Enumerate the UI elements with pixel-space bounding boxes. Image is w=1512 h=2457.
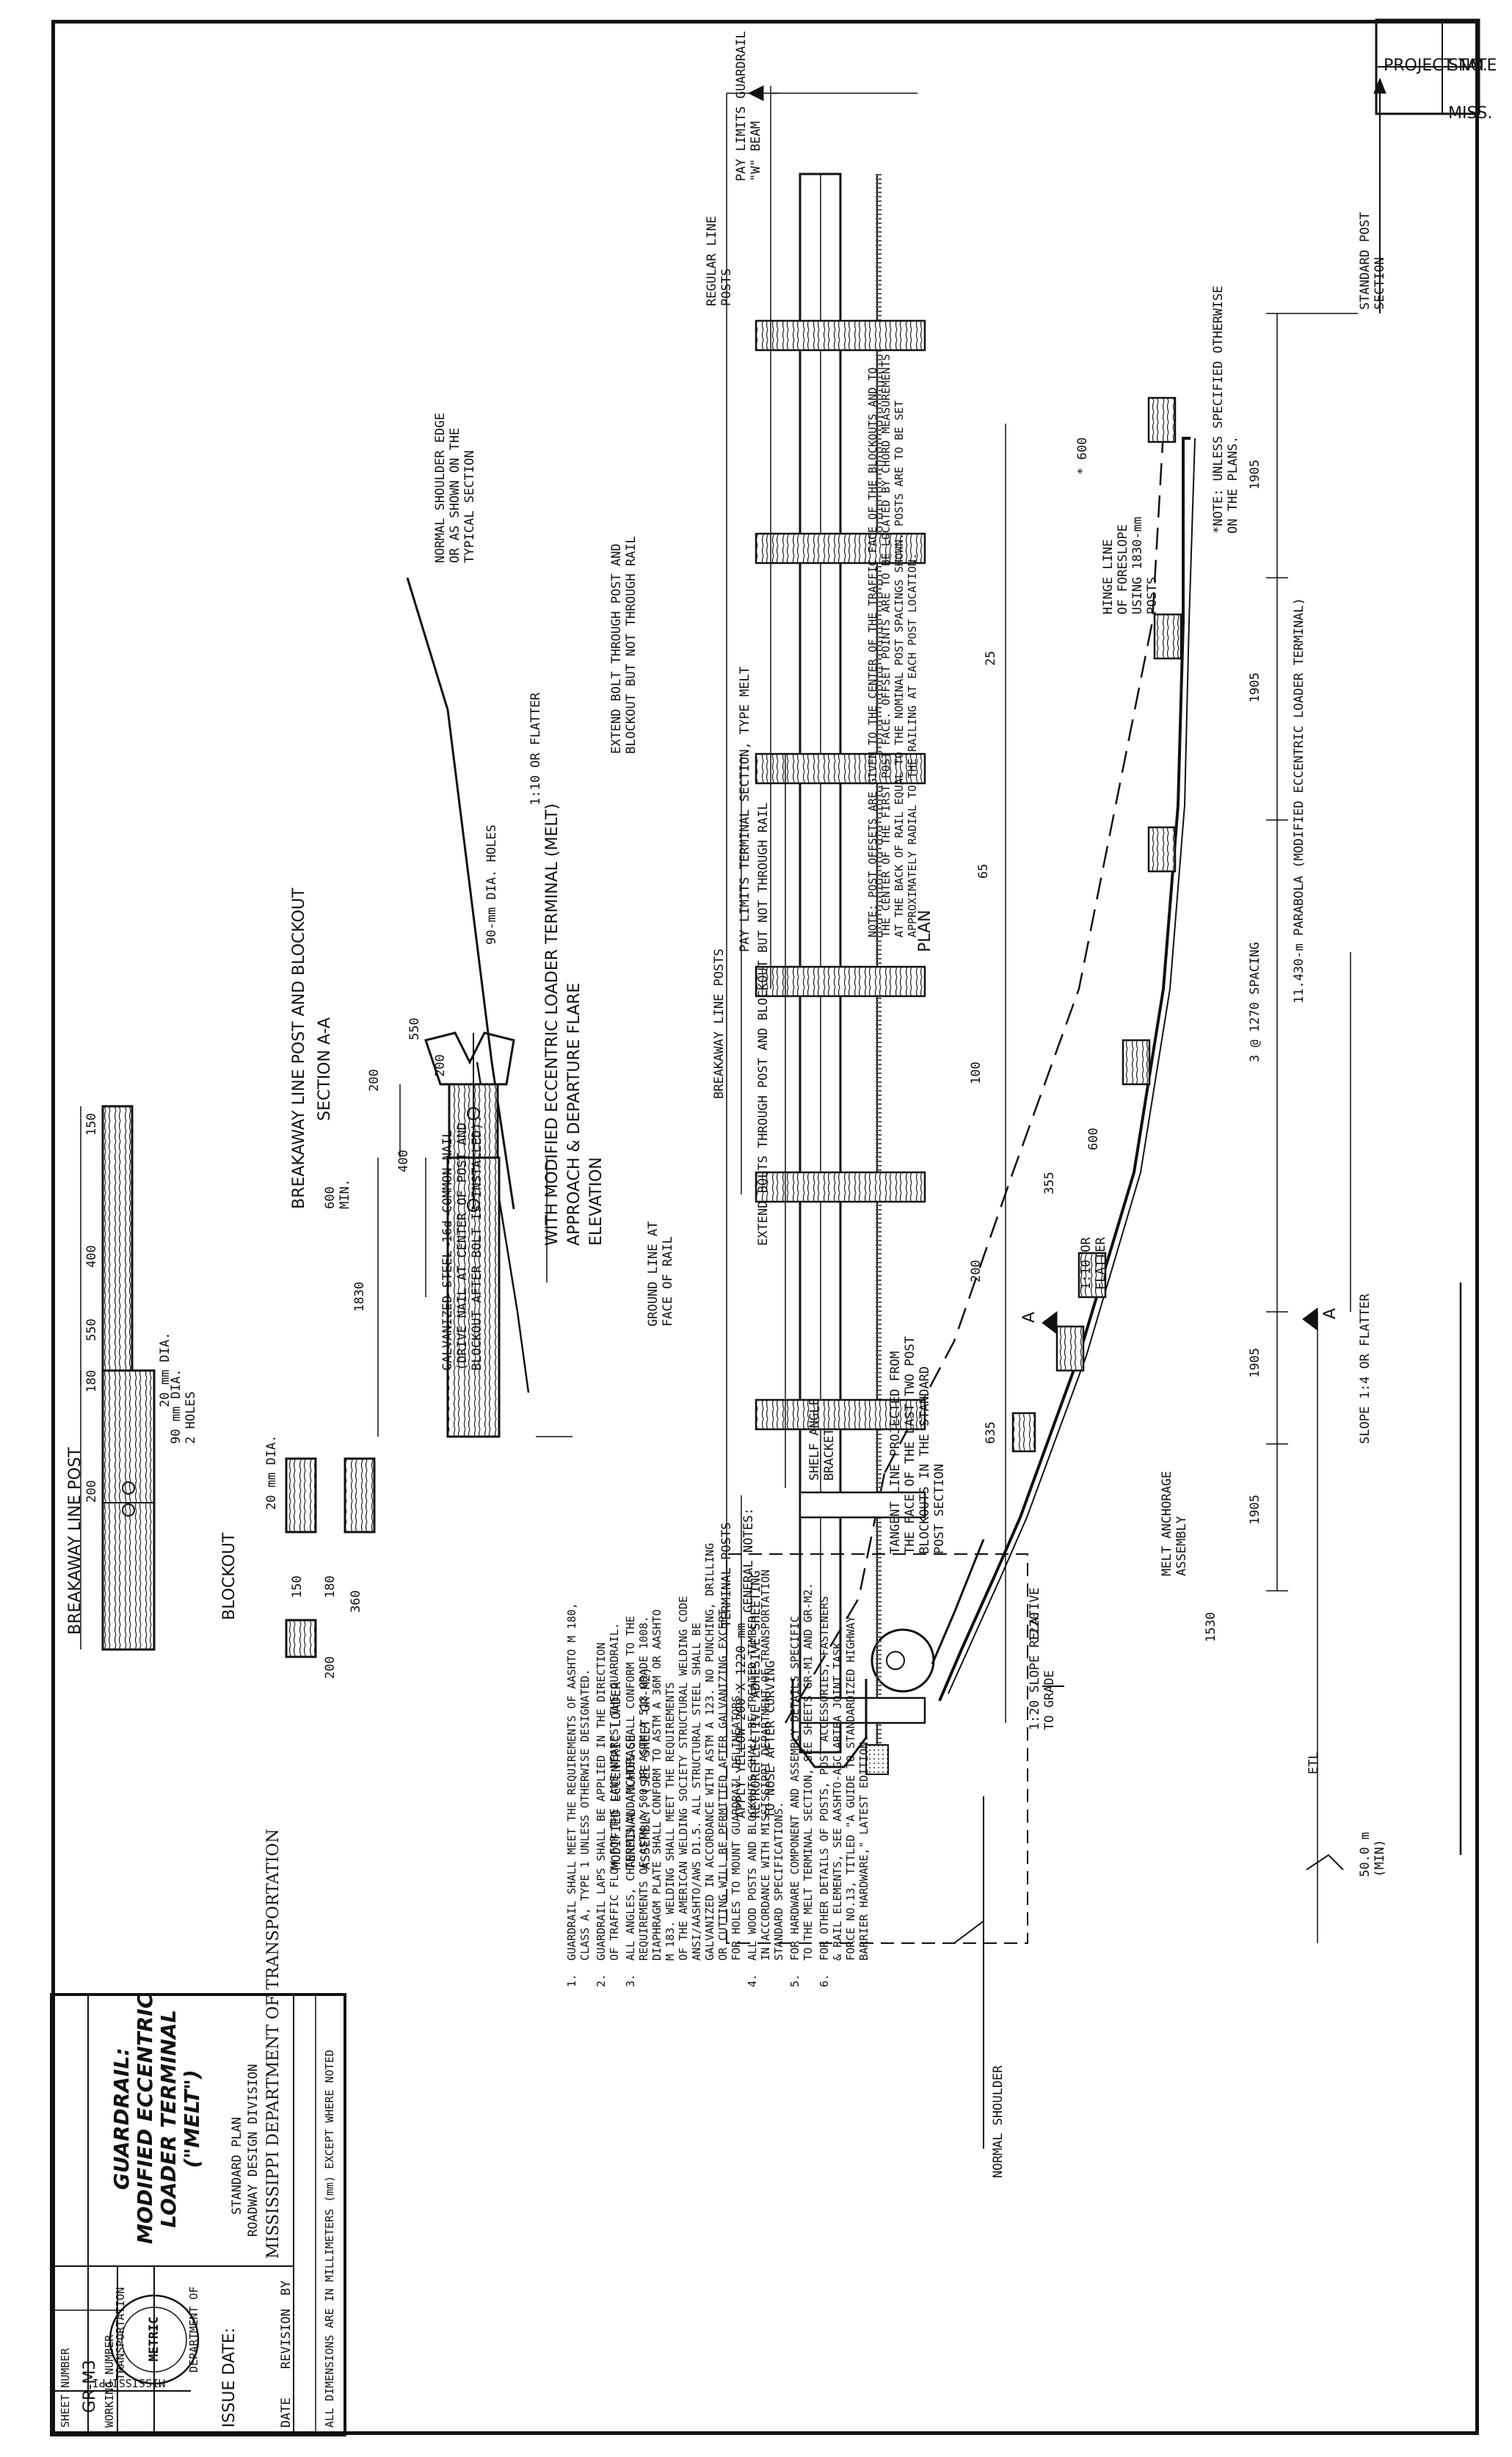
section-d1830: 1830: [352, 1282, 367, 1312]
section-d400: 400: [396, 1150, 411, 1172]
blockout-d180: 180: [323, 1575, 338, 1598]
standard-plan-label: STANDARD PLAN: [230, 2116, 244, 2215]
section-holes-label: 90-mm DIA. HOLES: [484, 824, 499, 945]
post-d180: 180: [84, 1370, 99, 1393]
by-label: BY: [279, 2280, 294, 2296]
general-note-3: 3. ALL ANGLES, CHANNELS AND PLATES SHALL…: [624, 1542, 743, 1987]
section-slope-label: 1:10 OR FLATTER: [528, 692, 543, 805]
issue-date-label: ISSUE DATE:: [220, 2327, 239, 2428]
offset-65: 65: [976, 863, 991, 879]
blockout-dia20: 20 mm DIA.: [264, 1434, 279, 1510]
section-mark-a1: A: [1020, 1311, 1039, 1323]
tangent-line-label: TANGENT LINE PROJECTED FROM THE FACE OF …: [888, 1336, 947, 1554]
offset-635: 635: [984, 1421, 998, 1444]
offset-200: 200: [969, 1260, 984, 1282]
section-aa-title: SECTION A-A: [316, 1017, 334, 1121]
note-unless-label: *NOTE: UNLESS SPECIFIED OTHERWISE ON THE…: [1211, 286, 1240, 534]
blockout-title: BLOCKOUT: [220, 1532, 239, 1620]
breakaway-post-view: [80, 1105, 156, 1651]
project-label: PROJECT NO.: [1384, 57, 1488, 75]
dim-1905-b: 1905: [1248, 672, 1262, 703]
general-notes-list: 1. GUARDRAIL SHALL MEET THE REQUIREMENTS…: [565, 1542, 871, 1987]
seal-top: DEPARTMENT OF: [187, 2286, 200, 2373]
dim-1905-d: 1905: [1248, 1495, 1262, 1525]
dim-1905-a: 1905: [1248, 460, 1262, 490]
post-d550: 550: [84, 1318, 99, 1341]
post-d400: 400: [84, 1245, 99, 1268]
division-name: ROADWAY DESIGN DIVISION: [246, 2064, 261, 2237]
general-note-2: 2. GUARDRAIL LAPS SHALL BE APPLIED IN TH…: [595, 1622, 621, 1987]
section-normal-shoulder-label: NORMAL SHOULDER EDGE OR AS SHOWN ON THE …: [433, 413, 477, 563]
post-holes-label: 90 mm DIA. 2 HOLES: [169, 1368, 198, 1444]
general-note-4: 4. ALL WOOD POSTS AND BLOCKOUTS SHALL BE…: [746, 1569, 785, 1987]
offset-355: 355: [1042, 1172, 1057, 1194]
state-box-lines: [1375, 18, 1480, 115]
dim-1905-c: 1905: [1248, 1348, 1262, 1378]
sheet-title: GUARDRAIL: MODIFIED ECCENTRIC LOADER TER…: [109, 1993, 204, 2244]
slope-1-10-label: 1:10 OR FLATTER: [1079, 1237, 1108, 1290]
general-note-6: 6. FOR OTHER DETAILS OF POSTS, POST ACCE…: [818, 1596, 871, 1987]
shelf-angle-label: SHELF ANGLE BRACKET: [807, 1398, 837, 1481]
extend-bolts-label: EXTEND BOLTS THROUGH POST AND BLOCKOUT B…: [756, 802, 771, 1246]
breakaway-post-title: BREAKAWAY LINE POST: [66, 1447, 84, 1635]
dim-1530: 1530: [1204, 1612, 1218, 1642]
section-aa-view: [377, 577, 573, 1438]
blockout-d360: 360: [349, 1590, 363, 1613]
regular-line-posts-label: REGULAR LINE POSTS: [705, 216, 734, 306]
section-d550: 550: [407, 1017, 422, 1040]
offset-100: 100: [969, 1061, 984, 1084]
state-value: MISS.: [1448, 104, 1493, 123]
title-block-lines: [50, 1993, 346, 2436]
section-mark-a2: A: [1321, 1307, 1340, 1319]
hinge-line-label: HINGE LINE OF FORESLOPE USING 1830-mm PO…: [1101, 516, 1160, 614]
ground-line-label: GROUND LINE AT FACE OF RAIL: [646, 1221, 675, 1327]
etl-label: ETL: [1306, 1752, 1321, 1774]
note-offsets-label: NOTE: POST OFFSETS ARE GIVEN TO THE CENT…: [866, 354, 919, 937]
post-d200: 200: [84, 1480, 99, 1503]
sheet-number-label: SHEET NUMBER: [59, 2348, 72, 2428]
dim-600: 600: [1086, 1128, 1101, 1150]
seal-left: MISSISSIPPI: [92, 2376, 165, 2389]
pay-limits-w-label: PAY LIMITS GUARDRAIL "W" BEAM: [734, 31, 763, 181]
pay-limits-melt-label: PAY LIMITS TERMINAL SECTION, TYPE MELT: [738, 667, 752, 952]
elevation-view: [726, 85, 1028, 1944]
standard-post-section-label: STANDARD POST SECTION: [1358, 211, 1387, 310]
section-aa-subtitle: BREAKAWAY LINE POST AND BLOCKOUT: [290, 888, 308, 1209]
elevation-subtitle-1: APPROACH & DEPARTURE FLARE: [565, 982, 584, 1246]
dept-name: MISSISSIPPI DEPARTMENT OF TRANSPORTATION: [264, 1829, 283, 2259]
melt-anchorage-label: MELT ANCHORAGE ASSEMBLY: [1160, 1470, 1189, 1576]
revision-label: REVISION: [279, 2309, 294, 2369]
slope-1-20-label: 1:20 SLOPE RELATIVE TO GRADE: [1028, 1587, 1057, 1730]
parabola-label: 11.430-m PARABOLA (MODIFIED ECCENTRIC LO…: [1292, 598, 1306, 1004]
blockout-d200: 200: [323, 1656, 338, 1679]
post-d150: 150: [84, 1113, 99, 1136]
date-label: DATE: [279, 2398, 294, 2428]
breakaway-line-posts-label: BREAKAWAY LINE POSTS: [712, 948, 727, 1099]
section-d200b: 200: [367, 1069, 382, 1092]
seal-mid: METRIC: [147, 2316, 161, 2362]
section-extend-bolt-label: EXTEND BOLT THROUGH POST AND BLOCKOUT BU…: [609, 536, 639, 754]
normal-shoulder-label: NORMAL SHOULDER: [991, 2065, 1006, 2178]
section-d200a: 200: [433, 1054, 448, 1077]
dims-note: ALL DIMENSIONS ARE IN MILLIMETERS (mm) E…: [323, 2050, 336, 2428]
galvanized-nail-label: GALVANIZED STEEL 16d COMMON NAIL (DRIVE …: [440, 1115, 484, 1371]
dim-600-star: * 600: [1075, 437, 1090, 475]
offset-25: 25: [984, 650, 998, 666]
seal-bottom: TRANSPORTATION: [114, 2287, 127, 2380]
general-note-1: 1. GUARDRAIL SHALL MEET THE REQUIREMENTS…: [565, 1603, 592, 1987]
plan-view: [784, 77, 1462, 2149]
general-note-5: 5. FOR HARDWARE COMPONENT AND ASSEMBLY D…: [788, 1583, 815, 1987]
blockout-view: [285, 1457, 376, 1658]
elevation-title: ELEVATION: [587, 1157, 606, 1246]
spacing-label: 3 @ 1270 SPACING: [1248, 942, 1262, 1062]
blockout-d150: 150: [290, 1575, 305, 1598]
slope-1-4-label: SLOPE 1:4 OR FLATTER: [1358, 1293, 1373, 1444]
elevation-subtitle-2: WITH MODIFIED ECCENTRIC LOADER TERMINAL …: [543, 803, 561, 1246]
dim-50m: 50.0 m (MIN): [1358, 1832, 1387, 1877]
section-d600: 600 MIN.: [323, 1179, 352, 1209]
